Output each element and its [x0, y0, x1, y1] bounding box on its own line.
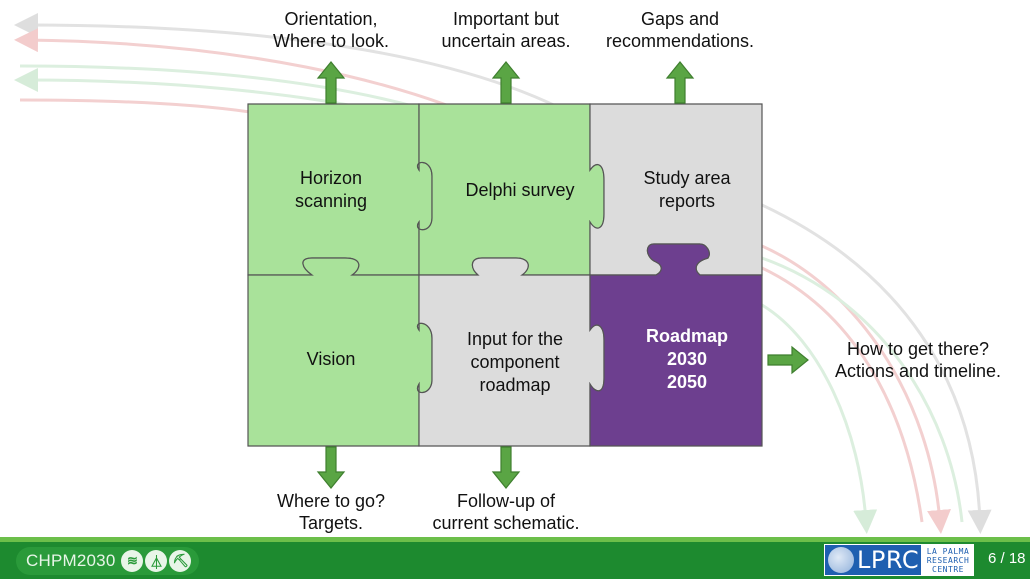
arrow-up-delphi	[491, 61, 521, 104]
footer-stripe	[0, 537, 1030, 542]
label-line: Gaps and	[640, 9, 720, 29]
arc-red-left-2	[19, 98, 251, 114]
arc-red-right-1	[761, 244, 951, 534]
arc-green-right-1	[761, 256, 964, 523]
arrow-up-horizon	[316, 61, 346, 104]
label-line: How to get there?	[846, 339, 990, 359]
label-delphi-survey: Delphi survey	[440, 179, 600, 202]
label-line: Targets.	[298, 513, 364, 533]
output-follow-up: Follow-up of current schematic.	[416, 490, 596, 534]
arrow-right-roadmap	[767, 345, 809, 375]
arc-red-right-2	[761, 266, 924, 523]
lprc-sub-line: RESEARCH	[926, 555, 970, 565]
arc-green-left-1	[19, 64, 421, 110]
arrow-down-vision	[316, 446, 346, 489]
brand-text: CHPM2030	[26, 551, 116, 570]
label-line: Input for the	[466, 329, 564, 349]
puzzle-piece-roadmap[interactable]	[589, 243, 763, 447]
flame-icon: ≋	[121, 550, 144, 572]
label-line: Roadmap	[645, 326, 728, 346]
label-line: Study area	[643, 168, 731, 188]
label-line: Important but	[452, 9, 560, 29]
output-gaps-recommendations: Gaps and recommendations.	[590, 8, 770, 52]
chpm2030-logo: CHPM2030 ≋ ⏃ ⛏	[16, 547, 200, 575]
label-input-roadmap: Input for the component roadmap	[440, 328, 590, 397]
label-line: Follow-up of	[456, 491, 556, 511]
label-roadmap: Roadmap 2030 2050	[612, 325, 762, 394]
arc-gray-left	[14, 13, 561, 110]
arc-gray-right	[761, 203, 992, 534]
label-line: current schematic.	[432, 513, 580, 533]
label-line: recommendations.	[605, 31, 755, 51]
label-line: Actions and timeline.	[834, 361, 1002, 381]
arrow-down-input	[491, 446, 521, 489]
pickaxe-icon: ⛏	[169, 550, 192, 572]
output-where-to-go: Where to go? Targets.	[246, 490, 416, 534]
lprc-text: LPRC	[857, 546, 920, 574]
lprc-sub-line: LA PALMA	[926, 546, 970, 556]
label-study-area-reports: Study area reports	[612, 167, 762, 213]
lprc-sub-line: CENTRE	[932, 564, 964, 574]
arc-green-right-2	[761, 303, 878, 534]
label-line: roadmap	[479, 375, 551, 395]
output-uncertain-areas: Important but uncertain areas.	[416, 8, 596, 52]
label-horizon-scanning: Horizon scanning	[270, 167, 392, 213]
label-line: Horizon	[299, 168, 363, 188]
label-line: reports	[658, 191, 716, 211]
label-line: Orientation,	[284, 9, 378, 29]
output-how-to-get-there: How to get there? Actions and timeline.	[818, 338, 1018, 382]
label-line: Vision	[306, 349, 356, 369]
lprc-logo-main: LPRC	[824, 544, 922, 576]
label-line: 2030	[666, 349, 708, 369]
label-line: Delphi survey	[465, 180, 575, 200]
arrow-up-study	[665, 61, 695, 104]
label-line: uncertain areas.	[441, 31, 571, 51]
globe-icon	[828, 547, 854, 573]
label-line: 2050	[666, 372, 708, 392]
output-orientation: Orientation, Where to look.	[246, 8, 416, 52]
pylon-icon: ⏃	[145, 550, 168, 572]
label-line: Where to look.	[272, 31, 390, 51]
label-line: scanning	[294, 191, 368, 211]
label-line: Where to go?	[276, 491, 386, 511]
page-number: 6 / 18	[988, 550, 1026, 567]
label-vision: Vision	[270, 348, 392, 371]
lprc-logo: LPRC LA PALMA RESEARCH CENTRE	[824, 544, 974, 576]
label-line: component	[470, 352, 560, 372]
lprc-logo-sub: LA PALMA RESEARCH CENTRE	[922, 544, 974, 576]
